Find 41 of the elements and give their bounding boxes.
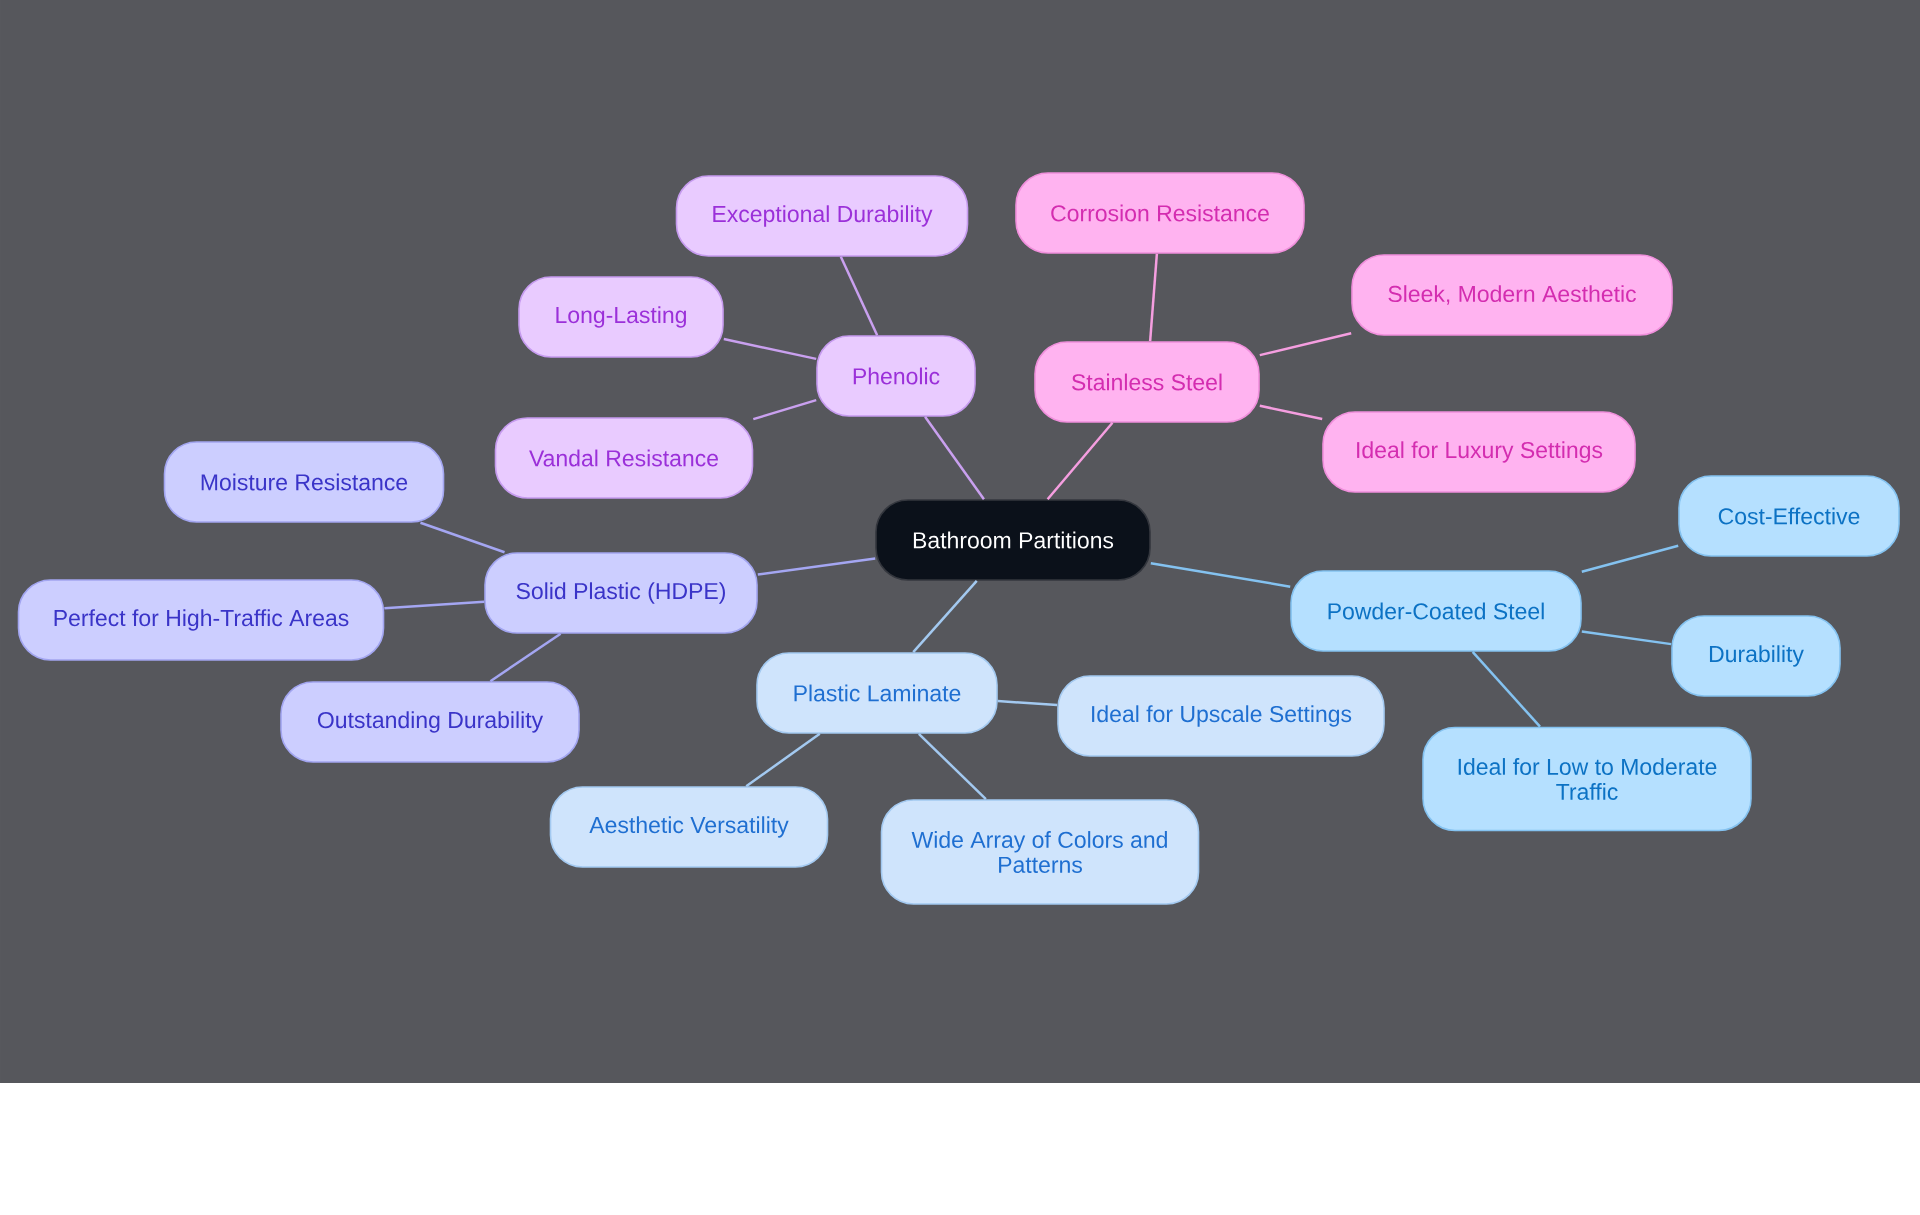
- leaf-box: Cost-Effective: [1678, 475, 1900, 557]
- leaf-box: Ideal for Upscale Settings: [1057, 675, 1385, 757]
- connector-line: [1259, 404, 1323, 421]
- leaf-box: Sleek, Modern Aesthetic: [1351, 254, 1673, 336]
- leaf-box: Vandal Resistance: [494, 417, 754, 499]
- connector-line: [997, 699, 1058, 707]
- connector-line: [1150, 561, 1291, 588]
- connector-line: [489, 632, 562, 683]
- connector-line: [1581, 630, 1672, 646]
- connector-line: [757, 557, 876, 576]
- connector-line: [839, 256, 879, 336]
- branch-box: Stainless Steel: [1034, 341, 1260, 423]
- connector-line: [912, 579, 978, 654]
- central-topic-box: Bathroom Partitions: [875, 499, 1151, 581]
- connector-line: [1148, 253, 1159, 342]
- branch-box: Phenolic: [816, 335, 976, 417]
- leaf-box: Aesthetic Versatility: [549, 786, 829, 868]
- leaf-box: Durability: [1671, 615, 1841, 697]
- leaf-box: Moisture Resistance: [163, 441, 445, 523]
- branch-box: Powder-Coated Steel: [1290, 570, 1582, 652]
- leaf-box: Wide Array of Colors and Patterns: [880, 799, 1200, 905]
- connector-line: [752, 398, 817, 421]
- connector-line: [420, 521, 505, 554]
- leaf-box: Perfect for High-Traffic Areas: [17, 579, 385, 661]
- leaf-box: Exceptional Durability: [675, 175, 969, 257]
- leaf-box: Corrosion Resistance: [1015, 172, 1305, 254]
- connector-line: [917, 732, 987, 801]
- leaf-box: Ideal for Low to Moderate Traffic: [1422, 726, 1752, 832]
- connector-line: [1259, 332, 1352, 357]
- connector-line: [1581, 544, 1679, 573]
- connector-line: [723, 337, 817, 361]
- connector-line: [745, 732, 821, 788]
- leaf-box: Outstanding Durability: [280, 681, 580, 763]
- connector-line: [1046, 422, 1114, 500]
- connector-line: [1471, 650, 1541, 728]
- connector-line: [924, 416, 985, 500]
- branch-box: Solid Plastic (HDPE): [484, 552, 758, 634]
- leaf-box: Ideal for Luxury Settings: [1322, 411, 1636, 493]
- connector-line: [384, 600, 485, 610]
- branch-box: Plastic Laminate: [756, 652, 998, 734]
- leaf-box: Long-Lasting: [518, 276, 724, 358]
